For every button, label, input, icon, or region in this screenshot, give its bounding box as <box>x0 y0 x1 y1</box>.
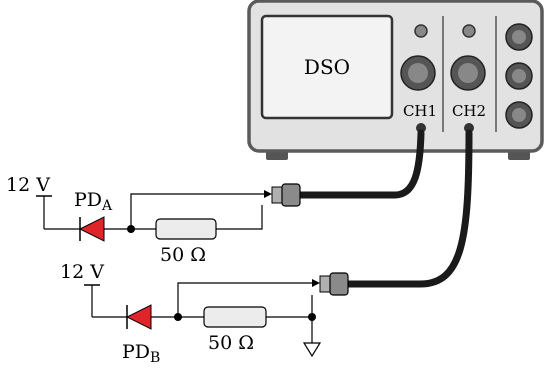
circuit-b: 12 V PDB 50 Ω <box>60 261 349 366</box>
ch1-vertical-knob-icon[interactable] <box>400 55 436 91</box>
scope-screen <box>260 14 394 120</box>
circuit-b-signal-wire <box>177 282 318 317</box>
ch2-coax-cable[interactable] <box>341 129 473 288</box>
timebase-knob-top-icon[interactable] <box>505 23 533 51</box>
circuit-a-resistor-icon <box>155 218 217 240</box>
circuit-a-signal-wire <box>130 193 270 229</box>
timebase-knob-middle-icon[interactable] <box>505 62 533 90</box>
circuit-b-photodiode-label: PDB <box>122 341 160 366</box>
circuit-a-resistor-label: 50 Ω <box>160 244 206 266</box>
ch1-small-knob-icon[interactable] <box>414 24 428 38</box>
circuit-b-signal-arrow-icon <box>312 279 320 287</box>
ch2-small-knob-icon[interactable] <box>462 24 476 38</box>
circuit-a: 12 V PDA 50 Ω <box>6 174 301 266</box>
ch1-label: CH1 <box>403 102 437 120</box>
ch2-input-jack-icon[interactable] <box>464 123 474 133</box>
timebase-knob-bottom-icon[interactable] <box>505 101 533 129</box>
circuit-b-resistor-label: 50 Ω <box>208 332 254 354</box>
scope-screen-label: DSO <box>304 55 350 79</box>
circuit-b-supply-label: 12 V <box>60 261 104 283</box>
ch1-input-jack-icon[interactable] <box>416 123 426 133</box>
ch2-label: CH2 <box>452 102 486 120</box>
circuit-a-photodiode-label: PDA <box>74 189 113 214</box>
circuit-a-supply-label: 12 V <box>6 174 50 196</box>
ground-icon <box>302 342 322 358</box>
circuit-a-signal-arrow-icon <box>264 190 272 198</box>
oscilloscope: DSO CH1 CH2 <box>247 0 544 160</box>
circuit-b-bnc-connector-icon[interactable] <box>319 272 349 296</box>
circuit-a-resistor-wire-right <box>216 205 263 230</box>
circuit-a-photodiode-icon <box>78 216 105 242</box>
circuit-b-resistor-icon <box>203 306 267 328</box>
circuit-a-bnc-connector-icon[interactable] <box>271 183 301 207</box>
circuit-b-photodiode-icon <box>125 304 152 330</box>
ch2-vertical-knob-icon[interactable] <box>450 55 486 91</box>
ch1-coax-cable[interactable] <box>294 129 425 199</box>
